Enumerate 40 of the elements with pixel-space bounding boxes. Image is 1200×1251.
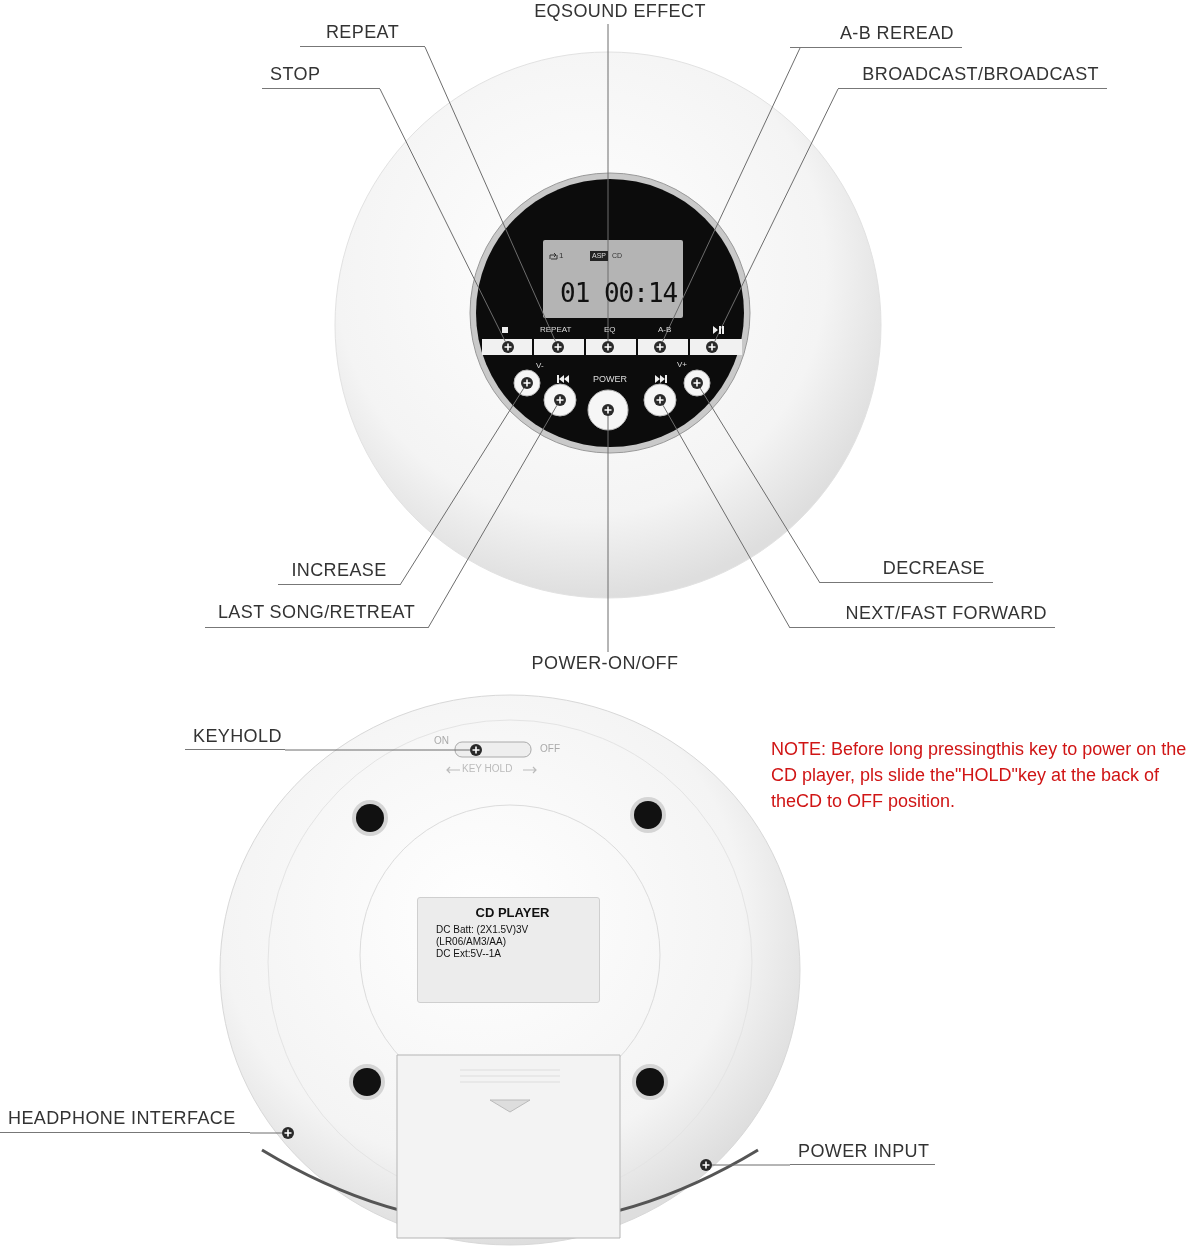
callout-label: LAST SONG/RETREAT — [205, 601, 428, 628]
callout-label: KEYHOLD — [185, 725, 285, 750]
callout-label: NEXT/FAST FORWARD — [790, 602, 1055, 628]
callout-label: STOP — [262, 63, 380, 89]
leader-line — [249, 1132, 283, 1134]
callout-label: REPEAT — [300, 21, 425, 47]
note-text: NOTE: Before long pressingthis key to power on the CD player, pls slide the"HOLD"key at the back of theCD to OFF position. — [771, 738, 1188, 813]
callout-label: INCREASE — [278, 559, 400, 585]
leader-line — [424, 46, 557, 342]
leader-line — [607, 23, 609, 342]
leader-line — [662, 47, 801, 343]
button-label: A-B — [658, 325, 672, 334]
sticker-text: DC Batt: (2X1.5V)3V — [436, 924, 530, 936]
button-label: V+ — [677, 360, 687, 369]
callout-label: POWER INPUT — [790, 1140, 935, 1165]
button-label: REPEAT — [540, 325, 572, 334]
callout-text: EQSOUND EFFECT — [520, 0, 720, 24]
display-text: 1 — [559, 251, 564, 260]
sticker-heading: CD PLAYER — [474, 904, 551, 922]
callout-label: A-B REREAD — [790, 22, 962, 48]
product-label-sticker — [417, 897, 600, 1003]
leader-line — [699, 387, 821, 584]
callout-label: DECREASE — [820, 557, 993, 583]
display-readout: 01 00:14 — [560, 278, 678, 308]
leader-line — [711, 1164, 791, 1166]
button-label: EQ — [604, 325, 616, 334]
callout-text: POWER-ON/OFF — [515, 652, 695, 676]
switch-label: ON — [434, 735, 449, 746]
callout-label: BROADCAST/BROADCAST — [838, 63, 1107, 89]
sticker-text: DC Ext:5V--1A — [436, 948, 503, 960]
switch-label: OFF — [540, 743, 560, 754]
button-label: V- — [536, 361, 544, 370]
leader-line — [714, 88, 839, 343]
leader-line — [399, 387, 525, 586]
leader-line — [607, 415, 609, 653]
callout-label: HEADPHONE INTERFACE — [0, 1107, 250, 1133]
switch-label: KEY HOLD — [462, 763, 513, 774]
leader-line — [284, 749, 471, 751]
button-label: POWER — [593, 374, 627, 384]
sticker-text: (LR06/AM3/AA) — [436, 936, 508, 948]
